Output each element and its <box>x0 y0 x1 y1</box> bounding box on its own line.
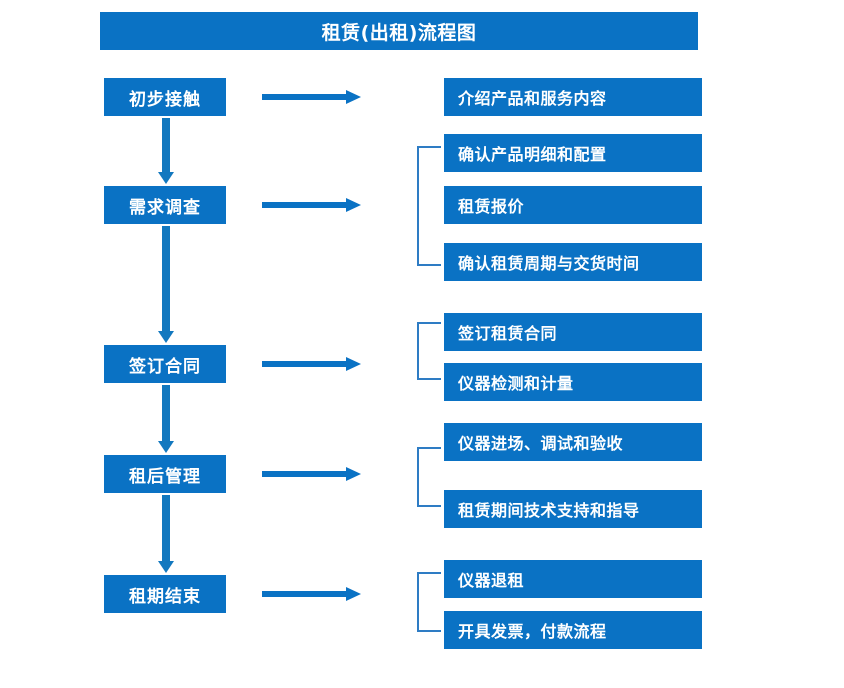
arrow-shaft <box>262 94 348 100</box>
detail-box[interactable]: 签订租赁合同 <box>444 313 702 351</box>
arrow-head <box>346 587 361 601</box>
group-bracket <box>417 447 441 507</box>
page-title: 租赁(出租)流程图 <box>100 12 698 50</box>
arrow-head <box>158 561 174 573</box>
arrow-head <box>346 467 361 481</box>
arrow-right-icon <box>262 585 362 603</box>
arrow-head <box>346 90 361 104</box>
arrow-head <box>158 441 174 453</box>
arrow-down-icon <box>158 495 174 573</box>
detail-box[interactable]: 租赁期间技术支持和指导 <box>444 490 702 528</box>
stage-box[interactable]: 初步接触 <box>104 78 226 116</box>
group-bracket <box>417 146 441 266</box>
group-bracket <box>417 572 441 632</box>
arrow-shaft <box>162 495 170 561</box>
stage-box[interactable]: 租后管理 <box>104 455 226 493</box>
stage-box[interactable]: 租期结束 <box>104 575 226 613</box>
arrow-down-icon <box>158 226 174 343</box>
detail-box[interactable]: 仪器退租 <box>444 560 702 598</box>
stage-box[interactable]: 需求调查 <box>104 186 226 224</box>
detail-box[interactable]: 确认产品明细和配置 <box>444 134 702 172</box>
arrow-right-icon <box>262 465 362 483</box>
arrow-head <box>158 172 174 184</box>
arrow-shaft <box>262 202 348 208</box>
arrow-head <box>346 198 361 212</box>
arrow-head <box>158 331 174 343</box>
arrow-right-icon <box>262 196 362 214</box>
arrow-shaft <box>162 118 170 172</box>
detail-box[interactable]: 确认租赁周期与交货时间 <box>444 243 702 281</box>
arrow-shaft <box>162 385 170 441</box>
arrow-shaft <box>262 471 348 477</box>
arrow-shaft <box>162 226 170 331</box>
arrow-right-icon <box>262 355 362 373</box>
arrow-down-icon <box>158 385 174 453</box>
arrow-shaft <box>262 591 348 597</box>
arrow-shaft <box>262 361 348 367</box>
detail-box[interactable]: 介绍产品和服务内容 <box>444 78 702 116</box>
detail-box[interactable]: 仪器检测和计量 <box>444 363 702 401</box>
detail-box[interactable]: 租赁报价 <box>444 186 702 224</box>
detail-box[interactable]: 仪器进场、调试和验收 <box>444 423 702 461</box>
group-bracket <box>417 322 441 380</box>
detail-box[interactable]: 开具发票，付款流程 <box>444 611 702 649</box>
arrow-head <box>346 357 361 371</box>
arrow-down-icon <box>158 118 174 184</box>
arrow-right-icon <box>262 88 362 106</box>
stage-box[interactable]: 签订合同 <box>104 345 226 383</box>
